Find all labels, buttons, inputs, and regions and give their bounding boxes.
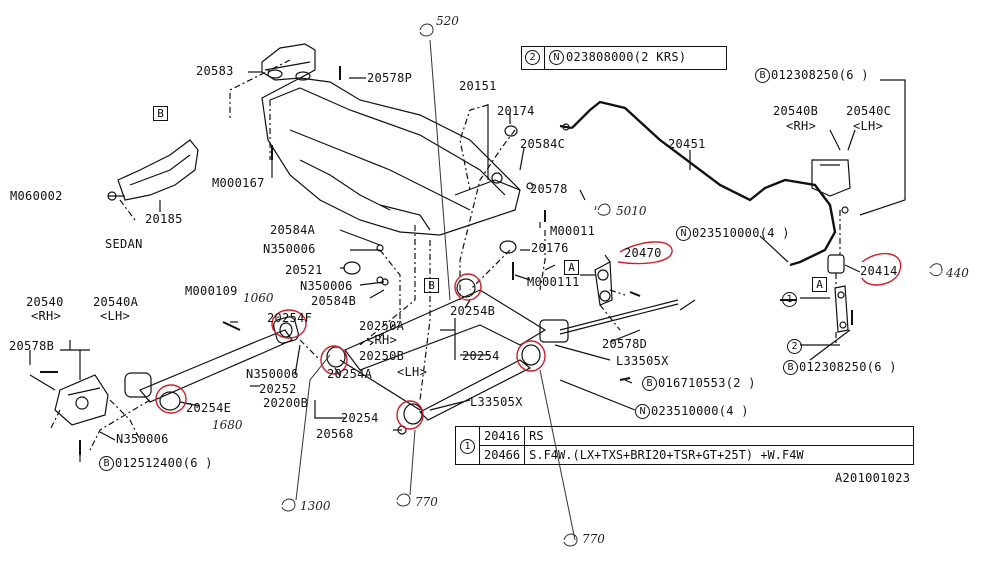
callout-20250B: 20250B [359,349,405,363]
callout-M000109: M000109 [185,284,238,298]
callout-N350006-b: N350006 [300,279,353,293]
handwritten-5010: 5010 [616,204,647,218]
parts-table: 1 20416 RS 20466 S.F4W.(LX+TXS+BRI20+TSR… [455,426,915,465]
callout-20254-lower: 20254 [341,411,379,425]
callout-012308250-bottom: 012308250(6 ) [799,360,897,374]
callout-20578D: 20578D [602,337,648,351]
callout-L33505X-2: L33505X [470,395,523,409]
callout-023510000-bottom: 023510000(4 ) [651,404,749,418]
handwritten-1680: 1680 [212,418,243,432]
table-row: 1 20416 RS [455,426,915,465]
rh-label-3: <RH> [786,119,817,133]
callout-20540: 20540 [26,295,64,309]
bolt-code-n-circle-2: N [635,404,650,419]
callout-20578B: 20578B [9,339,55,353]
handwritten-770-b: 770 [582,532,605,546]
handwritten-1060: 1060 [243,291,274,305]
callout-20521: 20521 [285,263,323,277]
callout-20540C: 20540C [846,104,892,118]
handwritten-1300: 1300 [300,499,331,513]
note-n-circle: N [549,50,564,65]
handwritten-770-a: 770 [415,495,438,509]
callout-20540B: 20540B [773,104,819,118]
callout-20254F: 20254F [267,311,313,325]
bolt-code-b-circle-3: B [783,360,798,375]
note-circle-2: 2 [525,50,540,65]
handwritten-520: 520 [436,14,459,28]
callout-L33505X: L33505X [616,354,669,368]
lh-label-3: <LH> [853,119,884,133]
callout-023510000-top: 023510000(4 ) [692,226,790,240]
callout-M000111: M000111 [527,275,580,289]
table-circle-cell: 1 [455,426,480,465]
callout-012308250-top: 012308250(6 ) [771,68,869,82]
table-row: 20466 S.F4W.(LX+TXS+BRI20+TSR+GT+25T) +W… [456,445,915,465]
reference-box-b: B [153,106,168,121]
diagram-id: A201001023 [835,471,911,485]
bolt-code-b-circle-2: B [755,68,770,83]
rh-label-2: <RH> [31,309,62,323]
table-circle-1: 1 [460,438,475,454]
bolt-code-n-circle: N [676,226,691,241]
callout-20584C: 20584C [520,137,566,151]
callout-20254B: 20254B [450,304,496,318]
callout-20151: 20151 [459,79,497,93]
callout-M000167: M000167 [212,176,265,190]
callout-M00011: M00011 [550,224,596,238]
callout-20254: 20254 [462,349,500,363]
reference-box-a-2: A [812,277,827,292]
callout-20414: 20414 [860,264,898,278]
callout-20470: 20470 [624,246,662,260]
table-part-cell: 20466 [478,445,526,465]
callout-20540A: 20540A [93,295,139,309]
callout-circle-2: 2 [787,339,802,354]
rh-label-1: <RH> [367,333,398,347]
callout-20200B: 20200B [263,396,309,410]
callout-20174: 20174 [497,104,535,118]
table-part-cell: 20416 [478,426,526,446]
callout-20584A: 20584A [270,223,316,237]
lh-label-2: <LH> [100,309,131,323]
bolt-code-b-circle-4: B [642,376,657,391]
sedan-label: SEDAN [105,237,143,251]
callout-N350006-c: N350006 [246,367,299,381]
callout-circle-1: 1 [782,292,797,307]
callout-20568: 20568 [316,427,354,441]
table-desc-cell: S.F4W.(LX+TXS+BRI20+TSR+GT+25T) +W.F4W [524,445,915,465]
callout-20583: 20583 [196,64,234,78]
callout-012512400: 012512400(6 ) [115,456,213,470]
handwritten-440: 440 [946,266,969,280]
callout-N350006-a: N350006 [263,242,316,256]
callout-20185: 20185 [145,212,183,226]
callout-M060002: M060002 [10,189,63,203]
callout-20254E: 20254E [186,401,232,415]
callout-20451: 20451 [668,137,706,151]
table-desc-cell: RS [524,426,915,446]
callout-20252: 20252 [259,382,297,396]
washer-note-box: 2 N 023808000(2 KRS) [521,46,727,70]
callout-20250A: 20250A [359,319,405,333]
bolt-code-b-circle: B [99,456,114,471]
reference-box-a: A [564,260,579,275]
note-text: 023808000(2 KRS) [566,50,687,64]
callout-20578P: 20578P [367,71,413,85]
callout-20176: 20176 [531,241,569,255]
callout-016710553: 016710553(2 ) [658,376,756,390]
callout-20578: 20578 [530,182,568,196]
callout-20584B: 20584B [311,294,357,308]
callout-N350006-d: N350006 [116,432,169,446]
reference-box-b-2: B [424,278,439,293]
callout-20254A: 20254A [327,367,373,381]
lh-label-1: <LH> [397,365,428,379]
